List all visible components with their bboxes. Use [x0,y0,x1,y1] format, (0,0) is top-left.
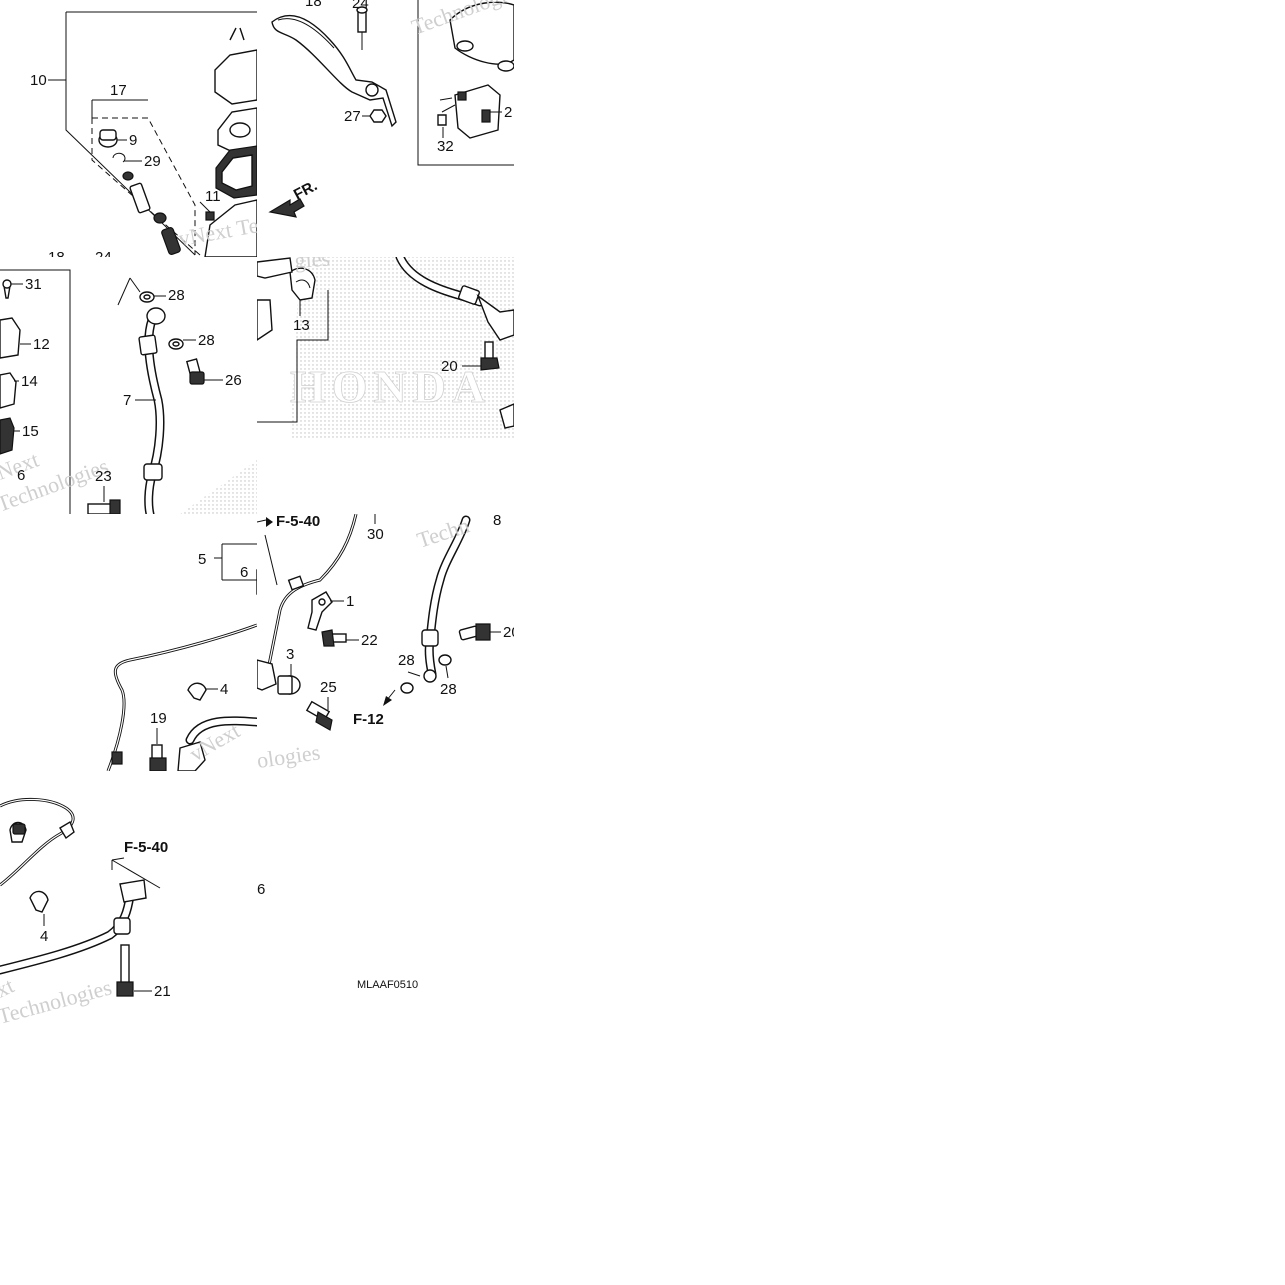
label-14: 14 [21,373,38,390]
label-4a: 4 [220,681,228,698]
label-6a: 6 [17,467,25,484]
tile-brake-lever: FR. Technologies 18 24 27 32 2 [268,0,514,218]
label-10: 10 [30,72,47,89]
label-23: 23 [95,468,112,485]
label-30: 30 [367,526,384,543]
label-12: 12 [33,336,50,353]
label-4b: 4 [40,928,48,945]
ref-f540-b: F-5-40 [124,839,168,856]
watermark-techno-3: Technologies [0,974,114,1028]
label-15: 15 [22,423,39,440]
label-24b: 24 [95,249,112,266]
label-25: 25 [320,679,337,696]
ref-f540-a: F-5-40 [276,513,320,530]
watermark-techn: Techn [414,512,473,552]
label-20b: 20 [503,624,520,641]
label-22: 22 [361,632,378,649]
tile-reservoir-hose: Next Technologies 31 12 14 15 6 23 7 28 … [0,269,257,514]
label-19: 19 [150,710,167,727]
label-32: 32 [437,138,454,155]
watermark-ologies: ologies [255,739,321,773]
watermark-honda: HONDA [290,361,491,412]
tile-pipe-routing: vNext 5 6 4 19 [0,543,257,771]
label-18b: 18 [48,249,65,266]
label-1: 1 [346,593,354,610]
label-6b: 6 [240,564,248,581]
tile-caliper-area: HONDA HONDA gies 13 20 [257,246,514,440]
label-28c: 28 [398,652,415,669]
tile-rear-hose: xt Technologies F-5-40 4 21 [0,797,171,1028]
label-18a: 18 [305,0,322,10]
label-8: 8 [493,512,501,529]
label-5: 5 [198,551,206,568]
label-17: 17 [110,82,127,99]
watermark-honda-outline: HONDA [290,361,491,412]
tile-joint-front-hose: Techn ologies F-5-40 30 8 1 22 3 25 F-12… [255,512,520,773]
watermark-gies: gies [294,246,331,273]
label-26: 26 [225,372,242,389]
label-20a: 20 [441,358,458,375]
label-28b: 28 [198,332,215,349]
label-27: 27 [344,108,361,125]
label-7: 7 [123,392,131,409]
label-9: 9 [129,132,137,149]
tile-master-cylinder: vNext Tec 10 17 9 29 11 18 24 [30,11,257,266]
diagram-code: MLAAF0510 [357,979,418,991]
label-29: 29 [144,153,161,170]
front-arrow-label: FR. [291,177,320,203]
label-24a: 24 [352,0,369,12]
ref-f12: F-12 [353,711,384,728]
label-28a: 28 [168,287,185,304]
label-31: 31 [25,276,42,293]
label-2: 2 [504,104,512,121]
watermark-xt: xt [0,973,18,1003]
label-28d: 28 [440,681,457,698]
label-21: 21 [154,983,171,1000]
label-6c: 6 [257,881,265,898]
label-3: 3 [286,646,294,663]
label-11: 11 [205,188,221,205]
label-13: 13 [293,317,310,334]
